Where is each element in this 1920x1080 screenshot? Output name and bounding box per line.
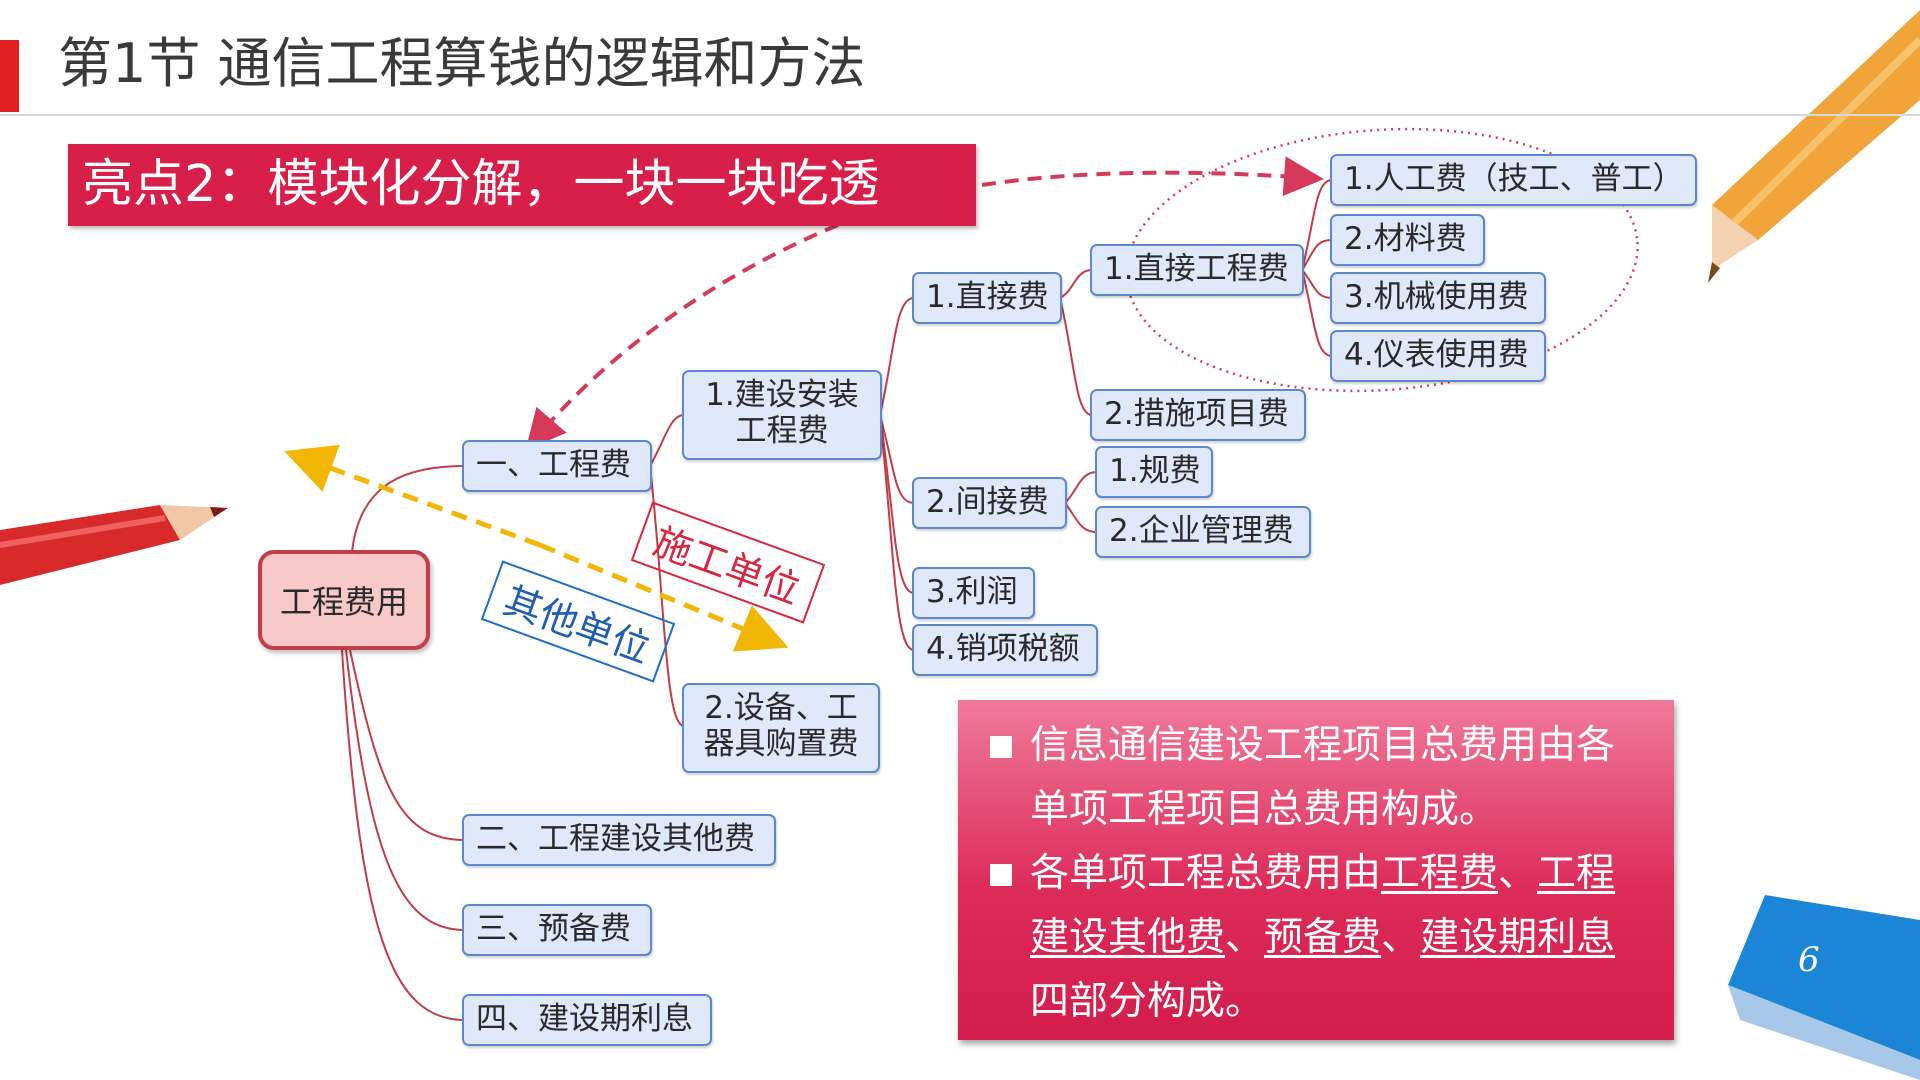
arrow-banner-to-engineering <box>525 223 839 451</box>
branch-install-indirect <box>879 414 915 504</box>
info-bullet-1: 信息通信建设工程项目总费用由各 单项工程项目总费用构成。 <box>986 714 1644 842</box>
node-management-fee: 2.企业管理费 <box>1095 506 1311 558</box>
branch-directeng-instrument <box>1301 269 1333 357</box>
info-bullet-2: 各单项工程总费用由工程费、工程 建设其他费、预备费、建设期利息 四部分构成。 <box>986 842 1644 1034</box>
term-other-fee-part2: 建设其他费 <box>1030 915 1226 960</box>
node-equipment-fee-line2: 器具购置费 <box>703 726 859 762</box>
term-reserve-fee: 预备费 <box>1264 915 1382 960</box>
page-number: 6 <box>1798 940 1820 980</box>
root-node: 工程费用 <box>258 550 430 650</box>
info-bullet-2-line2: 建设其他费、预备费、建设期利息 <box>1030 915 1616 960</box>
node-reserve-fee: 三、预备费 <box>462 904 652 956</box>
info-bullet-2-line3: 四部分构成。 <box>1030 979 1265 1024</box>
node-profit: 3.利润 <box>912 567 1035 619</box>
node-indirect-fee: 2.间接费 <box>912 477 1067 529</box>
title-divider <box>0 114 1920 116</box>
bullet-square-icon <box>990 864 1012 886</box>
branch-direct-measures <box>1059 297 1093 416</box>
branch-direct-directeng <box>1059 269 1093 299</box>
node-interest: 四、建设期利息 <box>462 994 712 1046</box>
branch-eng-install <box>649 414 685 467</box>
title-accent-bar <box>0 40 19 112</box>
node-install-fee-line2: 工程费 <box>735 413 829 449</box>
term-other-fee-part1: 工程 <box>1537 851 1616 896</box>
node-install-fee: 1.建设安装 工程费 <box>682 370 882 460</box>
node-statutory-fees: 1.规费 <box>1095 446 1213 498</box>
branch-root-engineering <box>351 465 466 553</box>
node-measures-fee: 2.措施项目费 <box>1090 389 1306 441</box>
bullet-square-icon <box>990 736 1012 758</box>
red-pencil-decoration <box>0 505 228 585</box>
page-title: 第1节 通信工程算钱的逻辑和方法 <box>58 32 866 95</box>
node-equipment-fee: 2.设备、工 器具购置费 <box>682 683 880 773</box>
node-material-fee: 2.材料费 <box>1330 214 1485 266</box>
info-box: 信息通信建设工程项目总费用由各 单项工程项目总费用构成。 各单项工程总费用由工程… <box>958 700 1674 1040</box>
node-direct-engineering-fee: 1.直接工程费 <box>1090 244 1304 296</box>
branch-directeng-machine <box>1301 269 1333 299</box>
branch-install-tax <box>879 414 915 651</box>
highlight-ellipse <box>1125 127 1639 393</box>
node-other-fee: 二、工程建设其他费 <box>462 814 776 866</box>
node-install-fee-line1: 1.建设安装 <box>705 377 859 413</box>
term-engineering-fee: 工程费 <box>1381 851 1499 896</box>
branch-directeng-material <box>1301 239 1333 271</box>
node-machine-fee: 3.机械使用费 <box>1330 272 1546 324</box>
node-equipment-fee-line1: 2.设备、工 <box>704 690 858 726</box>
info-bullet-1-line1: 信息通信建设工程项目总费用由各 <box>1030 723 1616 768</box>
term-interest: 建设期利息 <box>1420 915 1616 960</box>
node-direct-fee: 1.直接费 <box>912 272 1062 324</box>
arrow-yellow-right <box>539 542 789 652</box>
arrow-yellow-left <box>284 444 541 548</box>
branch-install-direct <box>879 297 915 416</box>
branch-install-profit <box>879 414 915 594</box>
node-output-tax: 4.销项税额 <box>912 624 1098 676</box>
orange-pencil-decoration <box>1708 10 1920 283</box>
branch-indirect-fees <box>1064 471 1098 504</box>
branch-root-other <box>349 649 466 841</box>
branch-directeng-labor <box>1301 179 1333 271</box>
arrow-banner-to-group <box>981 156 1324 197</box>
branch-eng-equip <box>649 465 685 727</box>
node-labor-fee: 1.人工费（技工、普工） <box>1330 154 1697 206</box>
branch-indirect-mgmt <box>1064 502 1098 533</box>
highlight-banner: 亮点2：模块化分解，一块一块吃透 <box>68 144 976 226</box>
branch-root-interest <box>341 649 466 1021</box>
page-tab-shape <box>1728 895 1920 1060</box>
node-instrument-fee: 4.仪表使用费 <box>1330 330 1546 382</box>
info-bullet-2-line1: 各单项工程总费用由工程费、工程 <box>1030 851 1616 896</box>
info-bullet-1-line2: 单项工程项目总费用构成。 <box>1030 787 1499 832</box>
node-engineering-fee: 一、工程费 <box>462 440 652 492</box>
branch-root-reserve <box>345 649 466 931</box>
